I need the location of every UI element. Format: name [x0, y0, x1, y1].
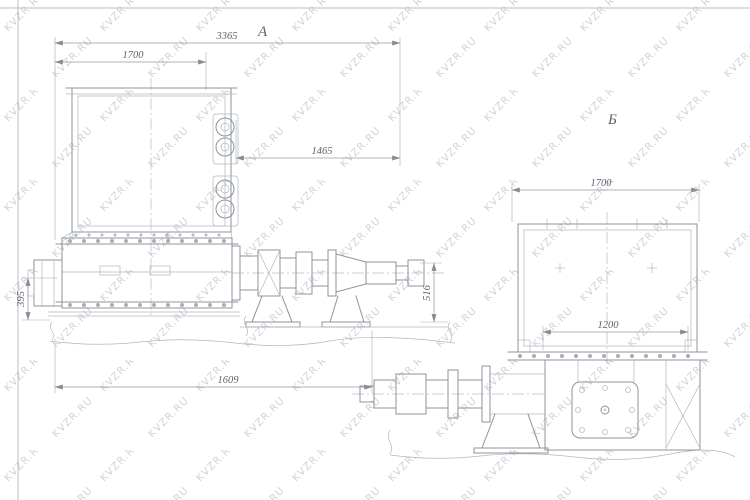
- dim-height: 395: [16, 277, 58, 321]
- hopper-rollers: [212, 113, 239, 227]
- shaft-supports: [240, 295, 448, 328]
- dim-inner-b: 1200: [542, 320, 689, 350]
- dim-hopper-width: 1700: [54, 50, 207, 90]
- dim-hopper-width-label: 1700: [123, 50, 145, 61]
- view-a: А 3365 1700 1465: [16, 24, 456, 393]
- dim-height-label: 395: [16, 291, 27, 308]
- lower-housing: [544, 359, 701, 451]
- dim-base: 1609: [54, 330, 373, 393]
- dim-inner-b-label: 1200: [598, 320, 620, 331]
- dim-shaft: 1465: [235, 120, 401, 164]
- drive-supports: [473, 413, 549, 454]
- hopper: [61, 78, 238, 318]
- view-b-label: Б: [607, 112, 617, 128]
- dim-overall: 3365: [54, 31, 401, 240]
- dim-outlet: 516: [420, 262, 448, 323]
- inspection-panel: [571, 381, 639, 439]
- dim-width-b: 1700: [511, 178, 700, 222]
- dim-overall-label: 3365: [216, 31, 238, 42]
- dim-outlet-label: 516: [422, 284, 433, 301]
- shaft-assembly: [231, 245, 446, 301]
- view-a-label: А: [257, 24, 268, 40]
- dim-shaft-label: 1465: [312, 146, 333, 157]
- ground-line-a: [49, 315, 456, 346]
- drive-assembly: [352, 365, 545, 423]
- ground-line-b: [387, 429, 736, 460]
- view-b: Б 1700 1200: [352, 112, 736, 460]
- dim-width-b-label: 1700: [591, 178, 613, 189]
- dim-base-label: 1609: [218, 375, 240, 386]
